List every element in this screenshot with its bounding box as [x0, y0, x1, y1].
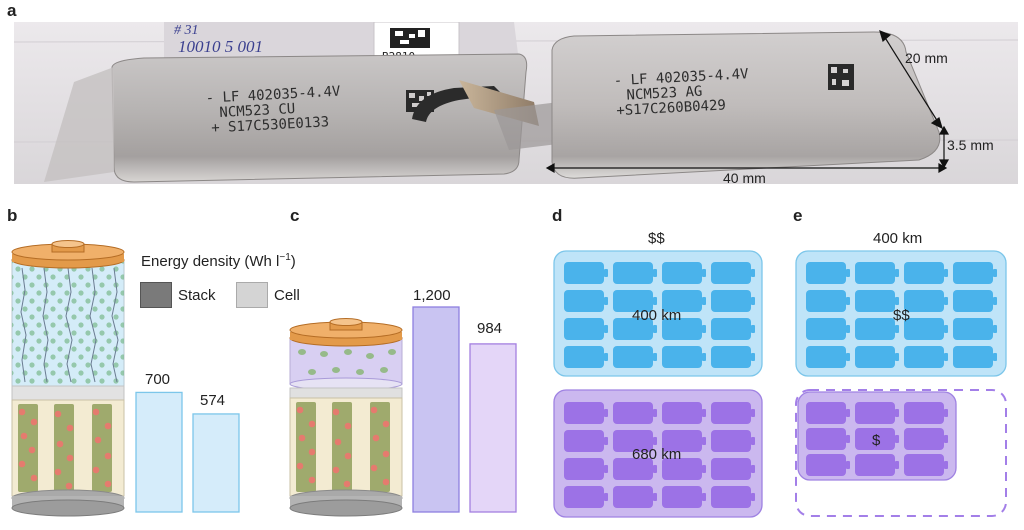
bar-cell-574 [192, 413, 240, 513]
battery-cell-icon [564, 346, 608, 368]
battery-cell-icon [953, 318, 997, 340]
bar-label-1200: 1,200 [413, 287, 451, 304]
dimension-thickness-label: 3.5 mm [947, 137, 994, 153]
svg-text:+S17C260B0429: +S17C260B0429 [616, 97, 726, 119]
battery-cell-icon [662, 486, 706, 508]
bar-label-700: 700 [145, 371, 171, 388]
battery-cell-icon [855, 454, 899, 476]
battery-cell-icon [564, 402, 608, 424]
battery-cell-icon [953, 346, 997, 368]
battery-cell-icon [904, 428, 948, 450]
panel-label-b: b [7, 206, 18, 225]
battery-cell-icon [662, 346, 706, 368]
legend-label-cell: Cell [274, 287, 300, 304]
panel-label-c: c [290, 206, 300, 225]
panel-b-diagram [11, 240, 240, 517]
cylinder-cell-anode-free [289, 318, 403, 517]
battery-cell-icon [613, 486, 657, 508]
bar-cell-984 [469, 343, 517, 513]
battery-cell-icon [662, 262, 706, 284]
battery-cell-icon [711, 486, 755, 508]
battery-cell-icon [855, 262, 899, 284]
panel-d-top-label: 400 km [632, 307, 682, 324]
battery-cell-icon [613, 402, 657, 424]
battery-cell-icon [564, 318, 608, 340]
legend-swatch-cell [236, 282, 268, 308]
dimension-arrows [545, 29, 950, 174]
bar-stack-1200 [412, 306, 460, 513]
battery-cell-icon [711, 262, 755, 284]
battery-cell-icon [564, 430, 608, 452]
pack-d-blue [553, 250, 763, 377]
battery-cell-icon [953, 290, 997, 312]
battery-cell-icon [855, 346, 899, 368]
bar-label-984: 984 [477, 320, 503, 337]
panel-label-a: a [7, 1, 17, 20]
battery-cell-icon [711, 346, 755, 368]
pack-e-blue [795, 250, 1007, 377]
panel-d-bottom-label: 680 km [632, 446, 682, 463]
panel-e-header: 400 km [873, 230, 923, 247]
panel-c-diagram [289, 306, 517, 517]
battery-cell-icon [904, 346, 948, 368]
battery-cell-icon [904, 318, 948, 340]
battery-cell-icon [711, 430, 755, 452]
battery-cell-icon [564, 486, 608, 508]
bar-stack-700 [135, 391, 183, 513]
battery-cell-icon [806, 428, 850, 450]
battery-cell-icon [806, 290, 850, 312]
battery-cell-icon [904, 262, 948, 284]
battery-cell-icon [953, 262, 997, 284]
panel-label-e: e [793, 206, 803, 225]
left-cell-print: - LF 402035-4.4V NCM523 CU + S17C530E013… [205, 84, 341, 137]
battery-cell-icon [564, 262, 608, 284]
panel-e-top-label: $$ [893, 307, 910, 324]
battery-cell-icon [711, 402, 755, 424]
panel-de-packs [553, 250, 1007, 518]
handwriting-text: # 31 [174, 23, 199, 38]
cylinder-cell-lithium-metal [11, 240, 125, 517]
svg-text:NCM523 AG: NCM523 AG [626, 84, 703, 104]
handwriting-text: 10010 5 001 [178, 37, 263, 56]
battery-cell-icon [806, 454, 850, 476]
battery-cell-icon [904, 454, 948, 476]
pack-e-dashed-outline [795, 389, 1007, 517]
battery-cell-icon [711, 290, 755, 312]
battery-cell-icon [613, 262, 657, 284]
right-cell-print: - LF 402035-4.4V NCM523 AG +S17C260B0429 [613, 66, 749, 119]
battery-cell-icon [564, 458, 608, 480]
legend-label-stack: Stack [178, 287, 216, 304]
panel-e-bottom-label: $ [872, 432, 881, 449]
battery-cell-icon [711, 318, 755, 340]
legend-title: Energy density (Wh l−1) [141, 252, 296, 270]
battery-cell-icon [564, 290, 608, 312]
qr-code [390, 28, 430, 48]
left-pouch-cell [111, 53, 528, 183]
dimension-width-label: 40 mm [723, 170, 766, 186]
battery-cell-icon [613, 346, 657, 368]
battery-cell-icon [806, 262, 850, 284]
pouch-cell-photo: # 31 10010 5 001 B2810 - LF 402035-4.4V … [14, 22, 1018, 184]
battery-cell-icon [806, 346, 850, 368]
svg-text:- LF 402035-4.4V: - LF 402035-4.4V [205, 84, 341, 107]
panel-d-header: $$ [648, 230, 665, 247]
battery-cell-icon [904, 290, 948, 312]
dimension-height-label: 20 mm [905, 50, 948, 66]
battery-cell-icon [662, 402, 706, 424]
battery-cell-icon [711, 458, 755, 480]
pack-d-purple [553, 389, 763, 518]
battery-cell-icon [855, 402, 899, 424]
battery-cell-icon [806, 318, 850, 340]
svg-text:NCM523 CU: NCM523 CU [219, 101, 296, 121]
legend-swatch-stack [140, 282, 172, 308]
bar-label-574: 574 [200, 392, 226, 409]
battery-cell-icon [806, 402, 850, 424]
svg-text:+ S17C530E0133: + S17C530E0133 [211, 114, 330, 136]
svg-text:- LF 402035-4.4V: - LF 402035-4.4V [613, 66, 749, 89]
battery-cell-icon [904, 402, 948, 424]
right-pouch-cell [551, 31, 941, 179]
panel-label-d: d [552, 206, 563, 225]
qr-code [828, 64, 854, 90]
